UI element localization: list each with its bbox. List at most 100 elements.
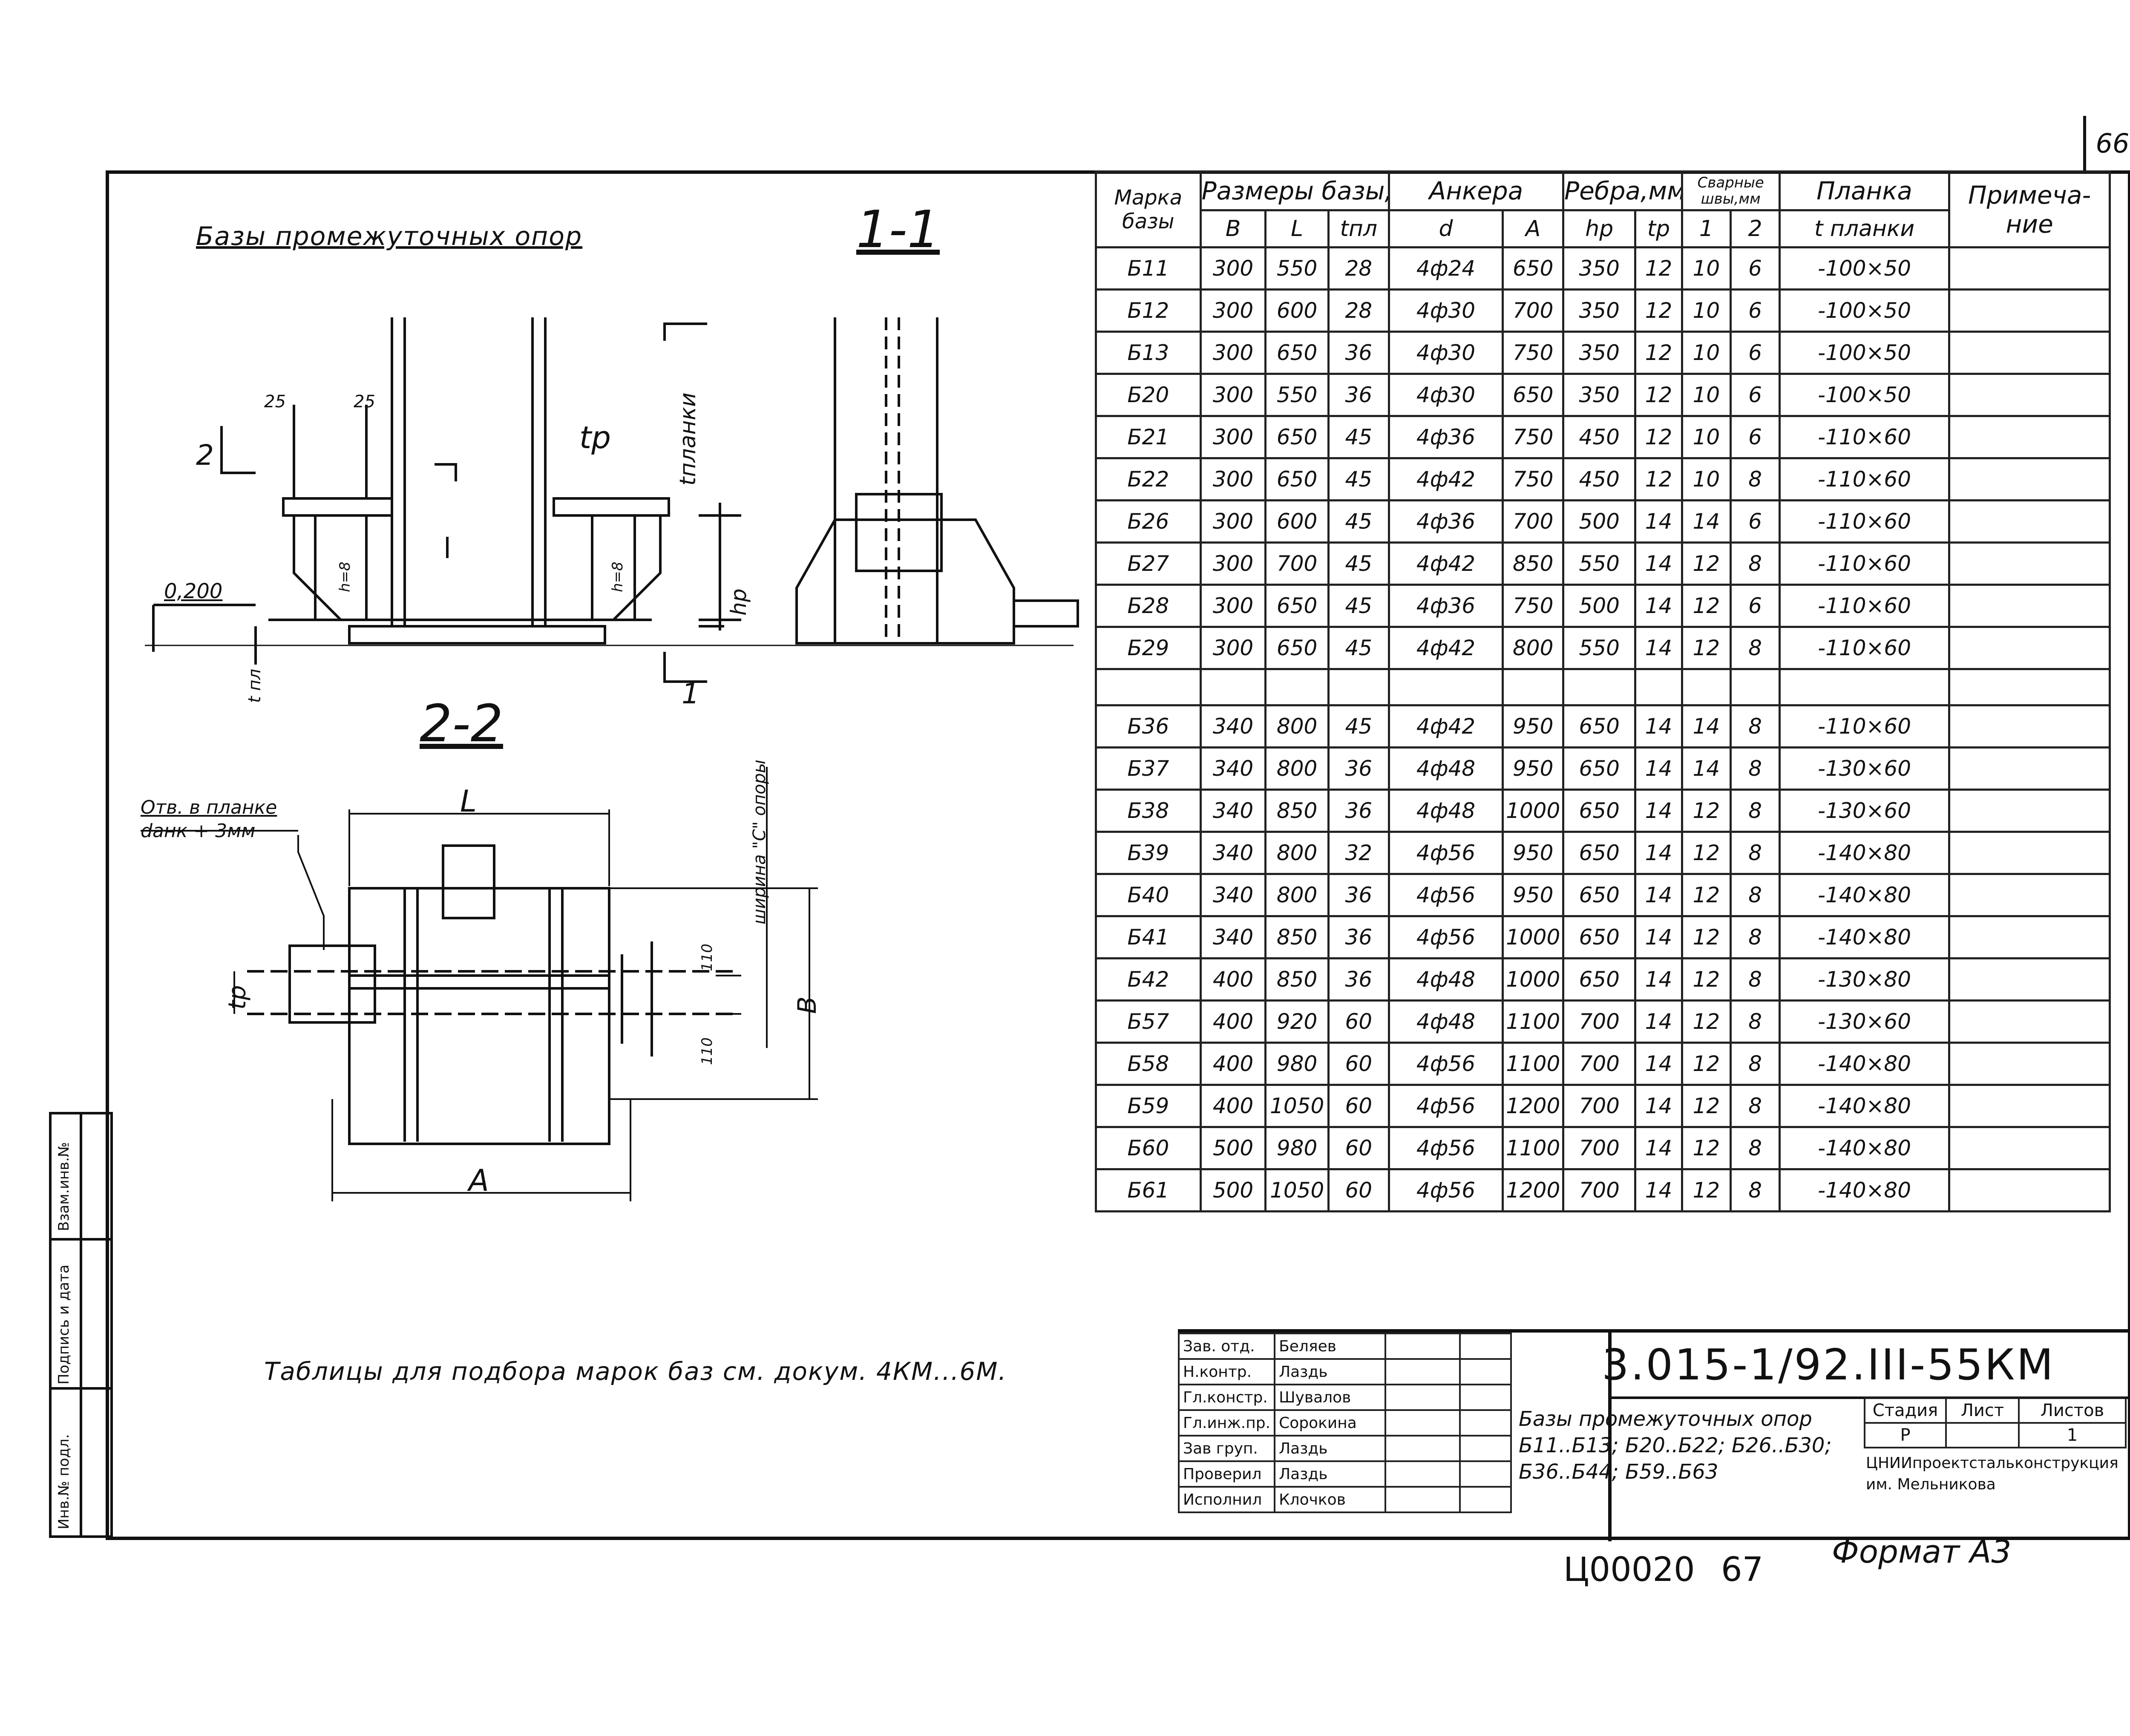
note-cell bbox=[1948, 541, 2111, 586]
table-cell: 10 bbox=[1681, 415, 1732, 459]
section-1-1-view bbox=[795, 317, 1079, 645]
table-cell: 12 bbox=[1681, 1042, 1732, 1086]
subheader-cell: tпл bbox=[1327, 209, 1390, 248]
table-cell: 6 bbox=[1730, 246, 1781, 291]
table-cell: -100×50 bbox=[1778, 246, 1951, 291]
note-cell bbox=[1948, 1126, 2111, 1170]
table-cell: 650 bbox=[1562, 831, 1637, 875]
table-cell: 36 bbox=[1327, 789, 1390, 833]
name-cell: Беляев bbox=[1274, 1333, 1387, 1360]
note-cell bbox=[1948, 373, 2111, 417]
section-mark-1: 1 bbox=[682, 677, 699, 710]
weld-h8-label-left: h=8 bbox=[337, 561, 354, 592]
table-cell: 950 bbox=[1502, 704, 1565, 749]
rib-thickness-label-2: tр bbox=[224, 985, 251, 1010]
base-mark-cell: Б39 bbox=[1095, 831, 1202, 875]
table-cell: 14 bbox=[1634, 499, 1683, 544]
table-cell: 850 bbox=[1502, 541, 1565, 586]
table-cell: 1100 bbox=[1502, 999, 1565, 1044]
table-cell: 550 bbox=[1562, 626, 1637, 670]
table-cell: 500 bbox=[1199, 1126, 1267, 1170]
selection-note: Таблицы для подбора марок баз см. докум.… bbox=[264, 1357, 1007, 1386]
base-mark-cell: Б58 bbox=[1095, 1042, 1202, 1086]
note-cell bbox=[1948, 626, 2111, 670]
table-cell: 950 bbox=[1502, 746, 1565, 791]
table-cell: 12 bbox=[1681, 1126, 1732, 1170]
table-cell: 45 bbox=[1327, 584, 1390, 628]
table-cell: 14 bbox=[1681, 704, 1732, 749]
table-cell: -140×80 bbox=[1778, 1084, 1951, 1128]
table-cell: 12 bbox=[1634, 457, 1683, 501]
signature-cell bbox=[1384, 1358, 1461, 1385]
table-cell: 14 bbox=[1634, 626, 1683, 670]
table-cell: 45 bbox=[1327, 704, 1390, 749]
base-mark-cell: Б26 bbox=[1095, 499, 1202, 544]
table-cell: 300 bbox=[1199, 457, 1267, 501]
subheader-cell: 1 bbox=[1681, 209, 1732, 248]
table-cell: 700 bbox=[1502, 288, 1565, 333]
date-cell bbox=[1459, 1333, 1512, 1360]
table-cell: 650 bbox=[1562, 873, 1637, 917]
table-cell: 1000 bbox=[1502, 915, 1565, 959]
table-cell: 340 bbox=[1199, 789, 1267, 833]
table-cell bbox=[1264, 668, 1330, 706]
table-cell: 8 bbox=[1730, 1042, 1781, 1086]
role-cell: Исполнил bbox=[1177, 1486, 1276, 1513]
signature-cell bbox=[1384, 1333, 1461, 1360]
table-cell: -130×60 bbox=[1778, 789, 1951, 833]
date-cell bbox=[1459, 1358, 1512, 1385]
table-cell: 14 bbox=[1681, 499, 1732, 544]
table-cell: 14 bbox=[1634, 915, 1683, 959]
table-cell: 12 bbox=[1634, 415, 1683, 459]
table-cell: 450 bbox=[1562, 415, 1637, 459]
base-mark-cell bbox=[1095, 668, 1202, 706]
table-cell: 700 bbox=[1562, 1126, 1637, 1170]
name-cell: Лаздь bbox=[1274, 1435, 1387, 1462]
note-cell bbox=[1948, 704, 2111, 749]
header-notes: Примеча-ние bbox=[1948, 170, 2111, 248]
role-cell: Н.контр. bbox=[1177, 1358, 1276, 1385]
subheader-cell: t планки bbox=[1778, 209, 1951, 248]
table-cell: 750 bbox=[1502, 457, 1565, 501]
note-cell bbox=[1948, 499, 2111, 544]
table-cell: 350 bbox=[1562, 246, 1637, 291]
table-cell: -110×60 bbox=[1778, 541, 1951, 586]
table-cell: -110×60 bbox=[1778, 415, 1951, 459]
note-cell bbox=[1948, 873, 2111, 917]
column-width-label: ширина "С" опоры bbox=[750, 760, 769, 924]
subheader-cell: A bbox=[1502, 209, 1565, 248]
base-mark-cell: Б22 bbox=[1095, 457, 1202, 501]
table-cell: -140×80 bbox=[1778, 1042, 1951, 1086]
format-label: Формат А3 bbox=[1832, 1534, 2012, 1570]
subheader-cell: B bbox=[1199, 209, 1267, 248]
drawing-title: Базы промежуточных опор bbox=[196, 222, 583, 251]
table-row bbox=[1095, 668, 2111, 706]
note-cell bbox=[1948, 1042, 2111, 1086]
table-cell: 12 bbox=[1681, 1084, 1732, 1128]
table-cell: 12 bbox=[1681, 999, 1732, 1044]
table-cell: 300 bbox=[1199, 246, 1267, 291]
table-cell: 600 bbox=[1264, 288, 1330, 333]
table-cell: -140×80 bbox=[1778, 915, 1951, 959]
table-cell: 12 bbox=[1634, 246, 1683, 291]
table-cell: 980 bbox=[1264, 1042, 1330, 1086]
table-cell: 6 bbox=[1730, 584, 1781, 628]
table-cell: -110×60 bbox=[1778, 457, 1951, 501]
table-cell: -110×60 bbox=[1778, 626, 1951, 670]
table-cell: 12 bbox=[1681, 541, 1732, 586]
table-cell: 12 bbox=[1681, 957, 1732, 1002]
sheet-header: Лист bbox=[1945, 1397, 2020, 1424]
table-cell: 4ф42 bbox=[1387, 541, 1504, 586]
signature-row: Гл.констр.Шувалов bbox=[1177, 1384, 1512, 1411]
side-inv-label: Инв.№ подл. bbox=[55, 1434, 72, 1529]
stage-header: Стадия bbox=[1864, 1397, 1947, 1424]
table-cell: 14 bbox=[1634, 1084, 1683, 1128]
